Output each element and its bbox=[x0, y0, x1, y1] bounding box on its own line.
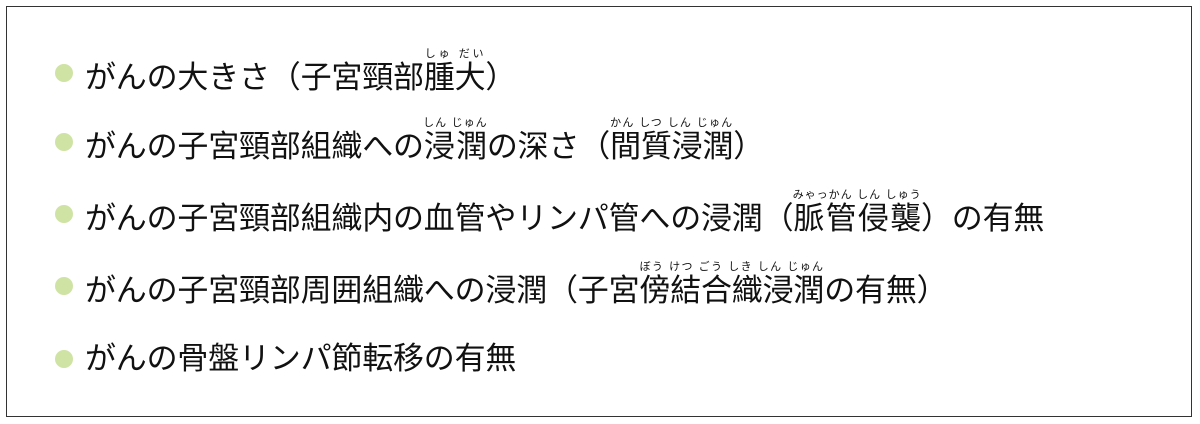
bullet-dot-icon bbox=[55, 350, 73, 368]
info-panel: がんの大きさ（子宮頸部腫大しゅ だい） がんの子宮頸部組織への浸潤しん じゅんの… bbox=[6, 6, 1192, 417]
list-item: がんの子宮頸部周囲組織への浸潤（子宮傍結合織浸潤ぼう けつ ごう しき しん じ… bbox=[55, 260, 1171, 309]
list-item-text: がんの子宮頸部組織内の血管やリンパ管への浸潤（脈管侵襲みゃっかん しん しゅう）… bbox=[85, 187, 1045, 237]
bullet-dot-icon bbox=[55, 133, 73, 151]
list-item-text: がんの大きさ（子宮頸部腫大しゅ だい） bbox=[85, 46, 517, 96]
list-item-text: がんの骨盤リンパ節転移の有無 bbox=[85, 341, 517, 377]
bullet-dot-icon bbox=[55, 277, 73, 295]
list-item: がんの子宮頸部組織内の血管やリンパ管への浸潤（脈管侵襲みゃっかん しん しゅう）… bbox=[55, 188, 1171, 237]
list-item-text: がんの子宮頸部組織への浸潤しん じゅんの深さ（間質浸潤かん しつ しん じゅん） bbox=[85, 115, 765, 165]
list-item-text: がんの子宮頸部周囲組織への浸潤（子宮傍結合織浸潤ぼう けつ ごう しき しん じ… bbox=[85, 259, 948, 309]
list-item: がんの骨盤リンパ節転移の有無 bbox=[55, 337, 1171, 381]
bullet-dot-icon bbox=[55, 205, 73, 223]
list-item: がんの大きさ（子宮頸部腫大しゅ だい） bbox=[55, 47, 1171, 96]
list-item: がんの子宮頸部組織への浸潤しん じゅんの深さ（間質浸潤かん しつ しん じゅん） bbox=[55, 116, 1171, 165]
bullet-dot-icon bbox=[55, 64, 73, 82]
